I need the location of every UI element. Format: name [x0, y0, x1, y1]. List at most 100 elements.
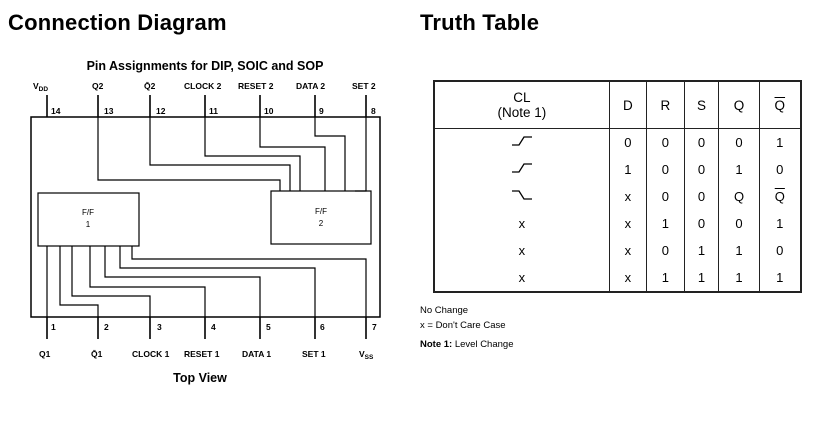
- svg-text:5: 5: [266, 322, 271, 332]
- pin-label-reset2: RESET 2: [238, 81, 274, 91]
- svg-text:14: 14: [51, 106, 61, 116]
- note-1: Note 1: Level Change: [420, 339, 514, 350]
- pin-label-vss: VSS: [359, 349, 374, 361]
- svg-text:F/F: F/F: [82, 208, 94, 217]
- truth-table-cell: 0: [758, 237, 802, 264]
- pin-14: 14 VDD: [33, 81, 61, 117]
- truth-table-cell: 0: [646, 237, 685, 264]
- pin-label-data2: DATA 2: [296, 81, 325, 91]
- flip-flop-1: F/F 1: [37, 192, 140, 247]
- ff1-wiring: [46, 246, 367, 317]
- pin-label-clock1: CLOCK 1: [132, 349, 170, 359]
- svg-text:7: 7: [372, 322, 377, 332]
- truth-table-cell: x: [433, 210, 610, 237]
- truth-table-cell: [433, 183, 610, 210]
- pin-2: 2 Q̄1: [91, 317, 109, 359]
- truth-table-cell: 1: [718, 237, 760, 264]
- truth-table-cell: 1: [718, 264, 760, 292]
- connection-diagram: Pin Assignments for DIP, SOIC and SOP 14…: [30, 59, 381, 385]
- truth-table-cell: 1: [758, 210, 802, 237]
- note-no-change: No Change: [420, 305, 469, 316]
- note-dont-care: x = Don't Care Case: [420, 320, 506, 331]
- truth-table-cell: 1: [758, 264, 802, 292]
- truth-table-cell: 1: [758, 128, 802, 156]
- truth-table-cell: 0: [683, 128, 720, 156]
- col-header-s: S: [683, 80, 720, 129]
- bottom-pin-row: 1 Q1 2 Q̄1 3 CLOCK 1 4 RESET 1 5 DATA 1 …: [39, 317, 377, 361]
- truth-table-cell: Q: [758, 183, 802, 210]
- pin-label-set2: SET 2: [352, 81, 376, 91]
- svg-text:12: 12: [156, 106, 166, 116]
- truth-table-cell: [433, 156, 610, 183]
- svg-text:9: 9: [319, 106, 324, 116]
- col-header-r: R: [646, 80, 685, 129]
- rising-edge-icon: [511, 136, 532, 146]
- pin-10: 10 RESET 2: [238, 81, 274, 117]
- truth-table-cell: x: [608, 264, 648, 292]
- svg-text:4: 4: [211, 322, 216, 332]
- truth-table-cell: 0: [718, 128, 760, 156]
- falling-edge-icon: [511, 190, 532, 200]
- svg-text:1: 1: [51, 322, 56, 332]
- connection-diagram-title: Connection Diagram: [8, 10, 227, 35]
- pin-7: 7 VSS: [359, 317, 377, 361]
- pin-label-set1: SET 1: [302, 349, 326, 359]
- truth-table-cell: [433, 128, 610, 156]
- svg-text:6: 6: [320, 322, 325, 332]
- svg-text:8: 8: [371, 106, 376, 116]
- truth-table-cell: 1: [718, 156, 760, 183]
- truth-table-cell: 1: [646, 264, 685, 292]
- svg-text:13: 13: [104, 106, 114, 116]
- truth-table-title: Truth Table: [420, 10, 540, 35]
- svg-text:1: 1: [86, 220, 91, 229]
- pin-3: 3 CLOCK 1: [132, 317, 170, 359]
- truth-table-cell: 0: [608, 128, 648, 156]
- truth-table-cell: x: [433, 237, 610, 264]
- svg-text:11: 11: [209, 106, 218, 116]
- rising-edge-icon: [511, 163, 532, 173]
- pin-label-q1-bar: Q̄1: [91, 349, 103, 359]
- truth-table-cell: Q: [718, 183, 760, 210]
- pin-label-q1: Q1: [39, 349, 51, 359]
- top-view-label: Top View: [173, 371, 227, 385]
- svg-text:10: 10: [264, 106, 274, 116]
- pin-label-q2-bar: Q̄2: [144, 81, 156, 91]
- truth-table-cell: 1: [683, 264, 720, 292]
- col-header-d: D: [608, 80, 648, 129]
- truth-table-cell: 0: [646, 183, 685, 210]
- truth-table-cell: x: [608, 210, 648, 237]
- col-header-cl: CL(Note 1): [433, 80, 610, 129]
- col-header-q: Q: [718, 80, 760, 129]
- flip-flop-2: F/F 2: [270, 190, 372, 245]
- pin-assignment-title: Pin Assignments for DIP, SOIC and SOP: [87, 59, 324, 73]
- truth-table-cell: 1: [683, 237, 720, 264]
- pin-8: 8 SET 2: [352, 81, 376, 117]
- truth-table-header: CL(Note 1) D R S Q Q: [433, 80, 802, 129]
- pin-1: 1 Q1: [39, 317, 56, 359]
- truth-table-cell: x: [608, 237, 648, 264]
- truth-table-cell: 1: [608, 156, 648, 183]
- svg-text:2: 2: [104, 322, 109, 332]
- pin-label-data1: DATA 1: [242, 349, 271, 359]
- col-header-q-bar: Q: [758, 80, 802, 129]
- pin-label-clock2: CLOCK 2: [184, 81, 222, 91]
- pin-9: 9 DATA 2: [296, 81, 325, 117]
- pin-6: 6 SET 1: [302, 317, 326, 359]
- svg-text:2: 2: [319, 219, 324, 228]
- pin-12: 12 Q̄2: [144, 81, 166, 117]
- pin-label-q2: Q2: [92, 81, 104, 91]
- truth-table-cell: 0: [683, 156, 720, 183]
- truth-table-cell: 0: [683, 183, 720, 210]
- truth-table-cell: x: [433, 264, 610, 292]
- truth-table-cell: 1: [646, 210, 685, 237]
- truth-table-cell: 0: [758, 156, 802, 183]
- truth-table-cell: 0: [646, 156, 685, 183]
- pin-4: 4 RESET 1: [184, 317, 220, 359]
- svg-text:F/F: F/F: [315, 207, 327, 216]
- pin-label-reset1: RESET 1: [184, 349, 220, 359]
